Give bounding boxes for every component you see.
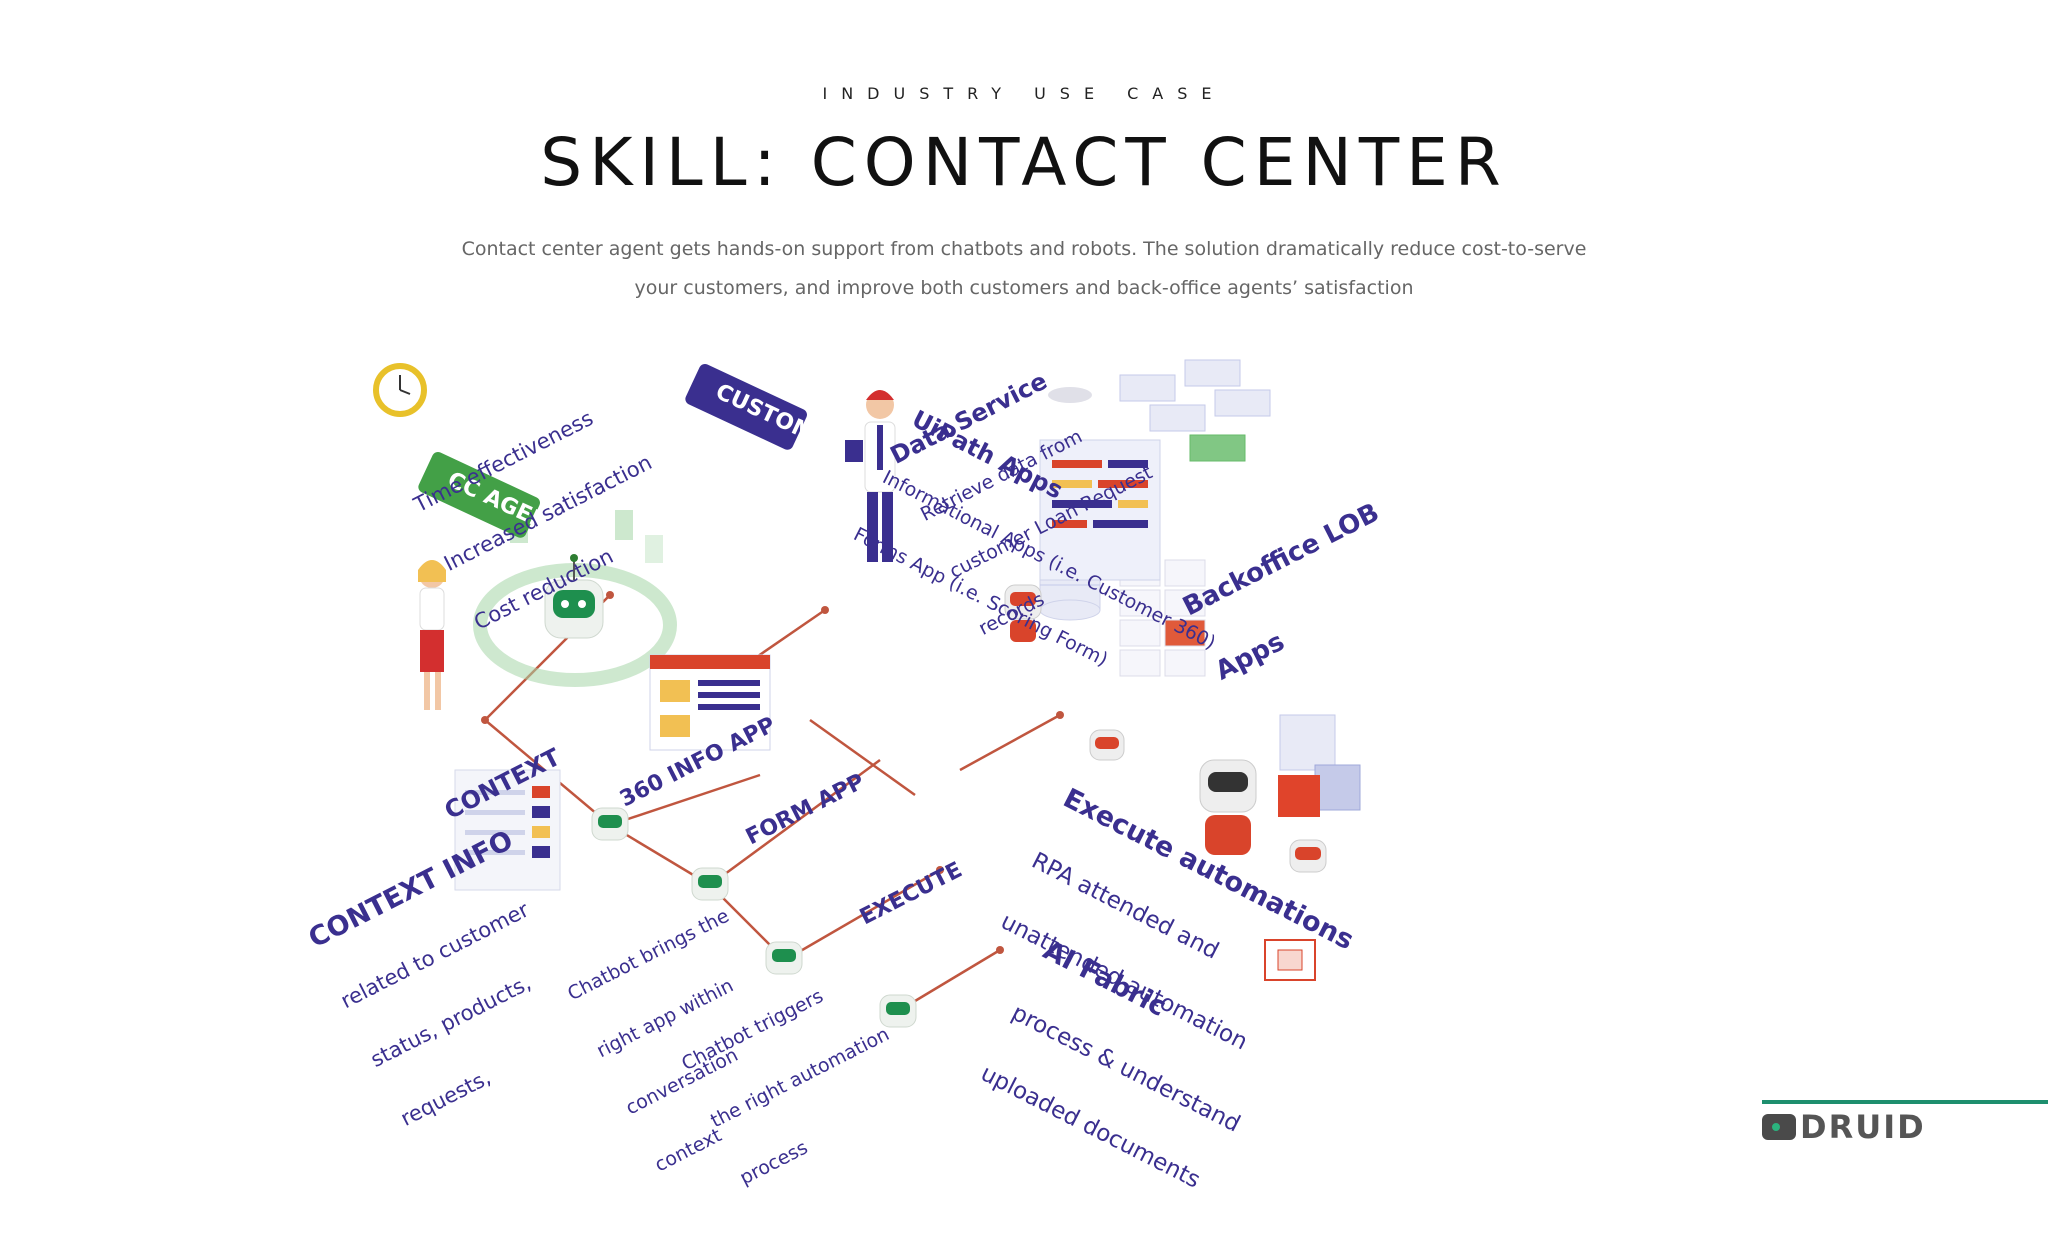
ai-chip-icon — [1264, 939, 1316, 981]
automation-cubes-icon — [1278, 714, 1361, 817]
chatbot-robot-1 — [591, 807, 629, 841]
backoffice-servers-icon — [1119, 359, 1271, 462]
page-subtitle: Contact center agent gets hands-on suppo… — [440, 230, 1608, 308]
clock-icon — [373, 363, 427, 417]
automation-robot-icons — [1089, 729, 1327, 873]
small-red-robot — [1289, 839, 1327, 873]
customer-person-icon — [845, 390, 896, 562]
cc-agent-tag-bg — [418, 451, 540, 538]
subtitle-line-1: Contact center agent gets hands-on suppo… — [461, 238, 1587, 260]
subtitle-line-2: your customers, and improve both custome… — [634, 277, 1414, 299]
chatbot-robot-4 — [879, 994, 917, 1028]
page-title: SKILL: CONTACT CENTER — [540, 124, 1508, 201]
contact-agent-person-icon — [418, 560, 446, 710]
backoffice-dashboard-icon — [1039, 439, 1161, 581]
data-robot-icon — [1004, 584, 1042, 642]
big-robot — [1199, 759, 1257, 855]
connector-dots — [481, 591, 1064, 954]
customer-tag-bg — [685, 363, 807, 450]
contact-center-diagram: CUSTOMER CC AGENT Time effectiveness Inc… — [304, 320, 1700, 1194]
chatbot-robot-icons — [591, 807, 917, 1028]
form-robot — [1089, 729, 1125, 761]
brand-footer: DRUID — [1762, 1096, 2048, 1152]
diagram-illustration — [373, 359, 1361, 1028]
context-document-icon — [454, 769, 561, 891]
brand-underline — [1762, 1100, 2048, 1104]
form-grid-icon — [1119, 559, 1206, 677]
druid-logo-icon — [1762, 1114, 1796, 1140]
eyebrow-label: INDUSTRY USE CASE — [822, 84, 1226, 103]
tag-backgrounds — [418, 363, 807, 538]
agent-robot-icon — [544, 554, 604, 639]
brand-name: DRUID — [1800, 1108, 1926, 1146]
chatbot-robot-2 — [691, 867, 729, 901]
chatbot-robot-3 — [765, 941, 803, 975]
info-app-window-icon — [649, 654, 771, 751]
